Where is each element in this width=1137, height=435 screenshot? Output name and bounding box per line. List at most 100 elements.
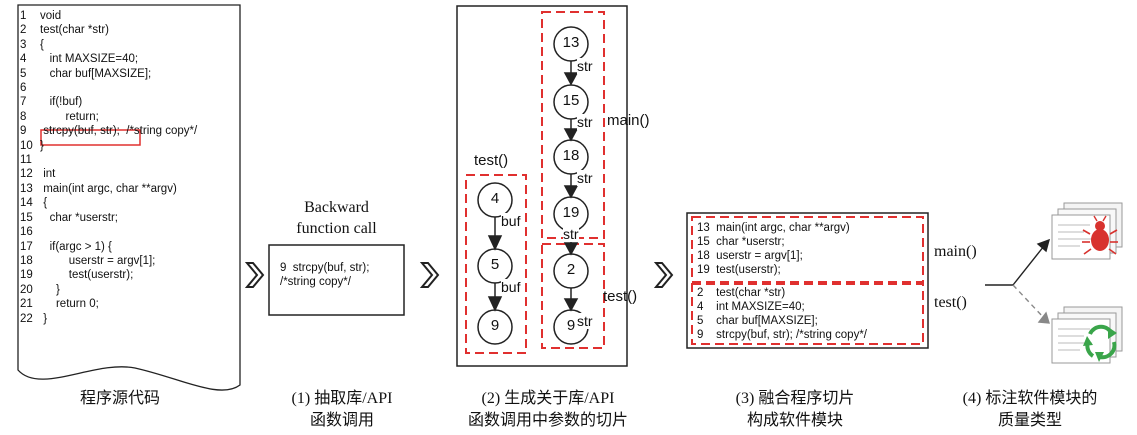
code-line-text: test(userstr); [40, 269, 134, 282]
module-code-line: 2 test(char *str) [697, 287, 786, 299]
caption-3-line2: 构成软件模块 [746, 412, 843, 429]
edge-label: str [577, 114, 593, 130]
caption-source-code: 程序源代码 [40, 388, 200, 410]
caption-step2: (2) 生成关于库/API 函数调用中参数的切片 [448, 388, 648, 432]
code-line: 19 test(userstr); [20, 268, 197, 282]
source-document-outline [17, 4, 241, 391]
code-line-text: userstr = argv[1]; [40, 254, 156, 267]
node-label: 9 [490, 317, 500, 334]
step3-test-lines: 2 test(char *str)4 int MAXSIZE=40;5 char… [697, 286, 867, 342]
step3-test-box [691, 283, 924, 345]
module-code-line: 13 main(int argc, char **argv) [697, 222, 850, 234]
code-line-number: 3 [20, 38, 27, 51]
code-line: 8 return; [20, 110, 197, 124]
code-line-number: 10 [20, 139, 33, 152]
module-code-line: 15 char *userstr; [697, 236, 785, 248]
module-code-line: 9 strcpy(buf, str); /*string copy*/ [697, 329, 867, 341]
caption-step3: (3) 融合程序切片 构成软件模块 [705, 388, 885, 432]
node-label: 13 [562, 34, 580, 51]
edge-label: buf [501, 213, 521, 229]
code-line-number: 22 [20, 312, 33, 325]
doc-stack-bottom-lines [1058, 328, 1092, 351]
step1-box [268, 244, 405, 316]
code-line-text: return 0; [40, 298, 99, 311]
code-line-number: 9 [20, 125, 27, 138]
code-line: 1 void [20, 9, 197, 23]
node-label: 18 [562, 147, 580, 164]
code-line-text: int [40, 168, 56, 181]
code-line-number: 18 [20, 254, 33, 267]
step2-test-right-label: test() [603, 288, 638, 305]
code-line-text: } [40, 139, 44, 152]
code-line-number: 2 [20, 24, 27, 37]
code-line: 22 } [20, 312, 197, 326]
step1-code: 9 strcpy(buf, str); /*string copy*/ [280, 261, 369, 289]
caption-0: 程序源代码 [79, 390, 160, 407]
step1-title-line2: function call [296, 220, 377, 237]
caption-4-line1: (4) 标注软件模块的 [962, 390, 1098, 407]
node-label: 15 [562, 92, 580, 109]
edge-label: buf [501, 279, 521, 295]
code-line: 14 { [20, 196, 197, 210]
code-line-text: return; [40, 110, 99, 123]
buf-chain-arrows [487, 217, 503, 312]
code-line-number: 11 [20, 154, 32, 167]
node-label: 2 [566, 261, 576, 278]
module-code-line: 4 int MAXSIZE=40; [697, 301, 805, 313]
code-line-text: { [40, 197, 48, 210]
node-label: 19 [562, 204, 580, 221]
code-line-text: main(int argc, char **argv) [40, 182, 177, 195]
code-line-text: int MAXSIZE=40; [40, 53, 139, 66]
caption-4-line2: 质量类型 [997, 412, 1062, 429]
step2-main-label: main() [607, 112, 650, 129]
code-line: 15 char *userstr; [20, 211, 197, 225]
code-line-text: char buf[MAXSIZE]; [40, 67, 152, 80]
caption-2-line2: 函数调用中参数的切片 [467, 412, 628, 429]
step2-test-label: test() [474, 152, 509, 169]
step3-test-label: test() [934, 294, 967, 311]
node-label: 4 [490, 190, 500, 207]
step2-box [456, 5, 628, 367]
caption-3-line1: (3) 融合程序切片 [735, 390, 855, 407]
edge-label: str [577, 313, 593, 329]
code-line-number: 16 [20, 226, 33, 239]
code-line: 7 if(!buf) [20, 95, 197, 109]
code-line-number: 15 [20, 211, 33, 224]
main-chain [553, 26, 589, 345]
module-code-line: 19 test(userstr); [697, 264, 781, 276]
edge-label: str [577, 58, 593, 74]
code-line-number: 4 [20, 53, 27, 66]
code-line-number: 7 [20, 96, 27, 109]
code-line-text: void [40, 10, 62, 22]
code-line-text: char *userstr; [40, 211, 118, 224]
edge-label: str [563, 226, 579, 242]
step4-fork-dashed [1012, 284, 1050, 324]
code-line-text: if(!buf) [40, 96, 83, 109]
caption-2-line1: (2) 生成关于库/API [481, 390, 615, 407]
edge-label: str [577, 170, 593, 186]
code-line: 4 int MAXSIZE=40; [20, 52, 197, 66]
node-label: 9 [566, 317, 576, 334]
code-line: 5 char buf[MAXSIZE]; [20, 67, 197, 81]
chevron-right-icon [244, 262, 674, 288]
step1-line2: /*string copy*/ [280, 276, 351, 288]
code-line: 3{ [20, 38, 197, 52]
code-line-number: 1 [20, 10, 27, 22]
strcpy-highlight [40, 129, 141, 146]
step3-main-box [691, 216, 924, 283]
code-line: 10} [20, 139, 197, 153]
code-line-number: 5 [20, 67, 27, 80]
node-label: 5 [490, 256, 500, 273]
caption-1-line2: 函数调用 [309, 412, 374, 429]
module-code-line: 18 userstr = argv[1]; [697, 250, 803, 262]
step3-main-lines: 13 main(int argc, char **argv) 15 char *u… [697, 221, 850, 277]
step1-title-line1: Backward [304, 199, 369, 216]
step4-fork [985, 238, 1051, 286]
step3-main-label: main() [934, 243, 977, 260]
code-line-number: 8 [20, 110, 27, 123]
code-line-number: 14 [20, 197, 33, 210]
code-line: 6 [20, 81, 197, 95]
